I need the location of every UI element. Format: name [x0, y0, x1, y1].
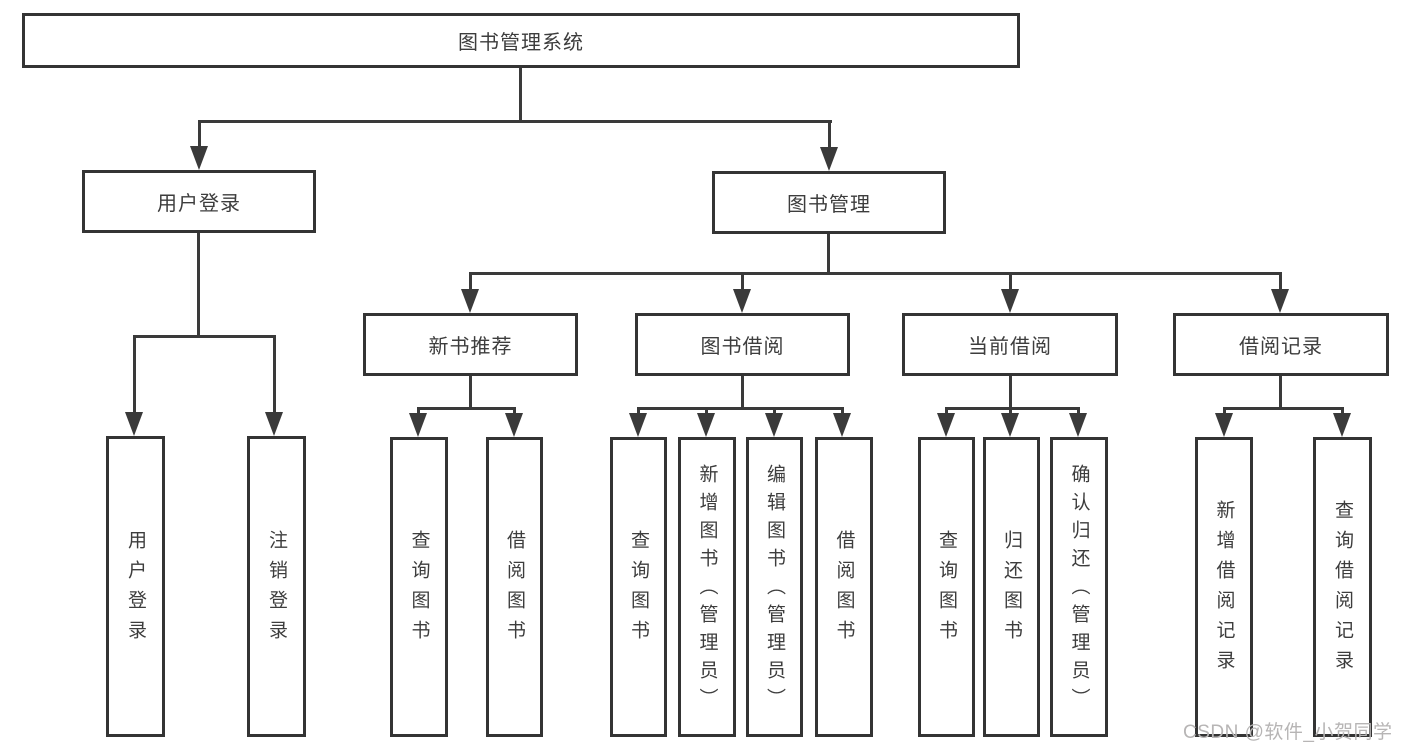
node-borrowing-records: 借阅记录 [1173, 313, 1389, 376]
leaf-current-query-books: 查询图书 [918, 437, 975, 737]
connector-split [637, 407, 844, 410]
leaf-records-add-borrow-record: 新增借阅记录 [1195, 437, 1253, 737]
connector-drop [273, 335, 276, 414]
connector-drop [1009, 407, 1012, 415]
connector-drop [513, 407, 516, 415]
connector-drop [705, 407, 708, 415]
connector-stem [741, 376, 744, 410]
node-label: 图书借阅 [700, 336, 785, 358]
connector-drop [1009, 272, 1012, 291]
node-label: 归还图书 [1001, 530, 1022, 650]
connector-drop [1077, 407, 1080, 415]
connector-drop [198, 120, 201, 148]
node-label: 查询借阅记录 [1332, 500, 1353, 680]
node-label: 新增借阅记录 [1213, 500, 1235, 680]
csdn-watermark: CSDN @软件_小贺同学 [1183, 722, 1393, 743]
arrow-down-icon [1001, 413, 1019, 437]
connector-drop [469, 272, 472, 291]
node-book-management: 图书管理 [712, 171, 946, 234]
arrow-down-icon [505, 413, 523, 437]
connector-drop [1223, 407, 1226, 415]
node-label: 查询图书 [628, 530, 649, 650]
arrow-down-icon [125, 412, 143, 436]
connector-drop [133, 335, 136, 414]
leaf-borrowing-borrow-books: 借阅图书 [815, 437, 873, 737]
connector-drop [773, 407, 776, 415]
arrow-down-icon [629, 413, 647, 437]
connector-drop [945, 407, 948, 415]
leaf-logout: 注销登录 [247, 436, 306, 737]
leaf-current-return-books: 归还图书 [983, 437, 1040, 737]
connector-stem [469, 376, 472, 410]
leaf-recommend-borrow-books: 借阅图书 [486, 437, 543, 737]
leaf-borrowing-add-books-admin: 新增图书（管理员） [678, 437, 736, 737]
leaf-current-confirm-return-admin: 确认归还（管理员） [1050, 437, 1108, 737]
arrow-down-icon [937, 413, 955, 437]
connector-split [417, 407, 516, 410]
arrow-down-icon [1215, 413, 1233, 437]
connector-user-login-stem [197, 233, 200, 338]
connector-user-login-split [133, 335, 276, 338]
arrow-down-icon [409, 413, 427, 437]
arrow-down-icon [265, 412, 283, 436]
node-new-book-recommend: 新书推荐 [363, 313, 578, 376]
connector-book-mgmt-stem [827, 234, 830, 275]
leaf-records-query-borrow-record: 查询借阅记录 [1313, 437, 1372, 737]
arrow-down-icon [733, 289, 751, 313]
arrow-down-icon [1069, 413, 1087, 437]
node-label: 查询图书 [408, 530, 430, 650]
leaf-borrowing-edit-books-admin: 编辑图书（管理员） [746, 437, 803, 737]
connector-drop [741, 272, 744, 291]
arrow-down-icon [765, 413, 783, 437]
arrow-down-icon [1333, 413, 1351, 437]
arrow-down-icon [1001, 289, 1019, 313]
connector-drop [417, 407, 420, 415]
arrow-down-icon [1271, 289, 1289, 313]
node-label: 用户登录 [157, 193, 241, 215]
connector-root-split [198, 120, 832, 123]
connector-drop [828, 120, 831, 149]
arrow-down-icon [190, 146, 208, 170]
arrow-down-icon [820, 147, 838, 171]
connector-drop [1341, 407, 1344, 415]
node-label: 新书推荐 [428, 336, 513, 358]
arrow-down-icon [461, 289, 479, 313]
leaf-recommend-query-books: 查询图书 [390, 437, 448, 737]
connector-split [945, 407, 1079, 410]
node-label: 查询图书 [936, 530, 957, 650]
node-label: 确认归还（管理员） [1068, 464, 1090, 716]
connector-stem [1279, 376, 1282, 410]
arrow-down-icon [697, 413, 715, 437]
connector-drop [1279, 272, 1282, 291]
connector-stem [1009, 376, 1012, 410]
node-book-borrowing: 图书借阅 [635, 313, 850, 376]
connector-root-stem [519, 68, 522, 123]
node-label: 图书管理 [787, 194, 871, 216]
connector-book-mgmt-split [469, 272, 1282, 275]
node-label: 借阅图书 [833, 530, 855, 650]
node-label: 新增图书（管理员） [696, 464, 718, 716]
node-label: 借阅图书 [504, 530, 525, 650]
node-label: 注销登录 [266, 529, 287, 650]
node-label: 借阅记录 [1239, 336, 1323, 358]
node-label: 当前借阅 [968, 336, 1052, 358]
leaf-borrowing-query-books: 查询图书 [610, 437, 667, 737]
node-user-login: 用户登录 [82, 170, 316, 233]
connector-drop [637, 407, 640, 415]
node-label: 用户登录 [125, 529, 146, 650]
node-current-borrowing: 当前借阅 [902, 313, 1118, 376]
node-root-library-system: 图书管理系统 [22, 13, 1020, 68]
connector-split [1223, 407, 1343, 410]
leaf-user-login: 用户登录 [106, 436, 165, 737]
node-label: 编辑图书（管理员） [764, 464, 785, 716]
arrow-down-icon [833, 413, 851, 437]
node-label: 图书管理系统 [458, 32, 584, 54]
connector-drop [841, 407, 844, 415]
